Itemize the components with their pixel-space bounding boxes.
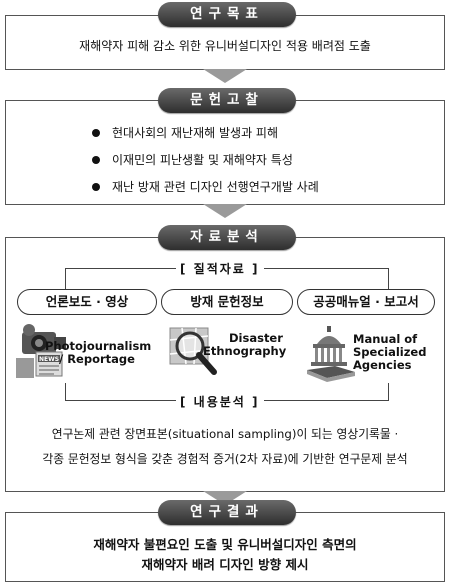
section-title-analysis: 자료분석	[158, 225, 296, 250]
capitol-books-icon	[307, 326, 355, 382]
list-item: 현대사회의 재난재해 발생과 피해	[92, 120, 319, 147]
photojournalism-label: Photojournalism / Reportage	[45, 339, 152, 366]
category-literature: 방재 문헌정보	[161, 289, 293, 315]
news-badge: NEWS	[39, 356, 59, 363]
analysis-text-line1: 연구논제 관련 장면표본(situational sampling)이 되는 영…	[51, 427, 399, 441]
magnifier-map-icon	[169, 327, 217, 375]
category-media: 언론보도 · 영상	[17, 289, 157, 315]
bullet-icon	[92, 156, 100, 164]
bullet-icon	[92, 183, 100, 191]
list-item: 이재민의 피난생활 및 재해약자 특성	[92, 147, 319, 174]
result-line1: 재해약자 불편요인 도출 및 유니버설디자인 측면의	[93, 537, 357, 552]
disaster-ethnography-label: Disaster Ethnography	[203, 331, 287, 358]
analysis-text-line2: 각종 문헌정보 형식을 갖춘 경험적 증거(2차 자료)에 기반한 연구문제 분…	[42, 452, 408, 466]
qualitative-label: [ 질적자료 ]	[176, 260, 264, 277]
result-line2: 재해약자 배려 디자인 방향 제시	[141, 557, 309, 572]
category-manual: 공공매뉴얼 · 보고서	[297, 289, 435, 315]
literature-box	[5, 100, 445, 205]
section-title-result: 연구결과	[158, 500, 296, 525]
bullet-icon	[92, 129, 100, 137]
literature-list: 현대사회의 재난재해 발생과 피해 이재민의 피난생활 및 재해약자 특성 재난…	[92, 120, 319, 201]
content-analysis-label: [ 내용분석 ]	[176, 393, 264, 410]
goal-text: 재해약자 피해 감소 위한 유니버설디자인 적용 배려점 도출	[79, 39, 371, 53]
manual-agencies-label: Manual of Specialized Agencies	[353, 332, 427, 372]
camera-news-icon: NEWS	[16, 324, 66, 378]
section-title-goal: 연구목표	[158, 2, 296, 27]
list-item: 재난 방재 관련 디자인 선행연구개발 사례	[92, 174, 319, 201]
flow-arrow-1	[203, 69, 247, 83]
section-title-literature: 문헌고찰	[158, 88, 296, 113]
flow-arrow-2	[203, 204, 247, 218]
